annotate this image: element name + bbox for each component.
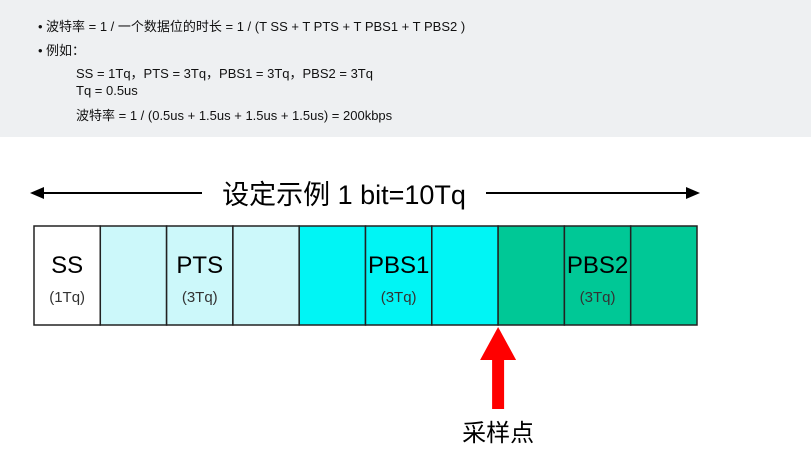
ss-duration: (1Tq) xyxy=(49,289,85,306)
sample-point-label: 采样点 xyxy=(462,420,534,447)
sample-point-marker: 采样点 xyxy=(462,327,534,447)
example-heading-text: 例如： xyxy=(46,43,86,58)
pts-tq-cell xyxy=(165,225,234,326)
ss-label: SS xyxy=(51,252,83,279)
baud-rate-formula: •波特率 = 1 / 一个数据位的时长 = 1 / (T SS + T PTS … xyxy=(38,16,465,35)
pts-duration: (3Tq) xyxy=(182,289,218,306)
pbs2-duration: (3Tq) xyxy=(580,289,616,306)
pts-tq-cell xyxy=(99,225,168,326)
segments: SS (1Tq) PTS (3Tq) PBS1 (3Tq) PBS2 (3Tq) xyxy=(33,225,698,326)
left-arrowhead-icon xyxy=(30,187,44,199)
pts-label: PTS xyxy=(176,252,223,279)
bit-timing-svg: 设定示例 1 bit=10Tq SS (1Tq) PTS (3Tq) PBS1 (3Tq)… xyxy=(30,180,700,447)
pbs2-tq-cell xyxy=(563,225,632,326)
baud-rate-result: 波特率 = 1 / (0.5us + 1.5us + 1.5us + 1.5us… xyxy=(76,108,393,123)
formula-panel: •波特率 = 1 / 一个数据位的时长 = 1 / (T SS + T PTS … xyxy=(0,0,811,137)
pbs1-tq-cell xyxy=(431,225,499,326)
example-heading: •例如： xyxy=(38,40,85,59)
pbs1-tq-cell xyxy=(364,225,433,326)
pts-tq-cell xyxy=(232,225,300,326)
pbs2-label: PBS2 xyxy=(567,252,628,279)
ss-tq-cell xyxy=(33,225,102,326)
bit-timing-diagram: 设定示例 1 bit=10Tq SS (1Tq) PTS (3Tq) PBS1 (3Tq)… xyxy=(0,137,811,460)
pbs1-tq-cell xyxy=(298,225,367,326)
bullet-icon: • xyxy=(38,43,43,58)
bullet-icon: • xyxy=(38,19,43,34)
bit-span-arrow: 设定示例 1 bit=10Tq xyxy=(30,180,700,210)
segment-settings: SS = 1Tq，PTS = 3Tq，PBS1 = 3Tq，PBS2 = 3Tq xyxy=(76,66,373,81)
sample-point-arrow-icon xyxy=(480,327,517,409)
pbs1-label: PBS1 xyxy=(368,252,429,279)
right-arrowhead-icon xyxy=(686,187,700,199)
tq-value: Tq = 0.5us xyxy=(76,83,138,98)
pbs2-tq-cell xyxy=(497,225,566,326)
pbs1-duration: (3Tq) xyxy=(381,289,417,306)
diagram-title: 设定示例 1 bit=10Tq xyxy=(222,180,466,210)
baud-rate-formula-text: 波特率 = 1 / 一个数据位的时长 = 1 / (T SS + T PTS +… xyxy=(46,19,466,34)
pbs2-tq-cell xyxy=(629,225,698,326)
